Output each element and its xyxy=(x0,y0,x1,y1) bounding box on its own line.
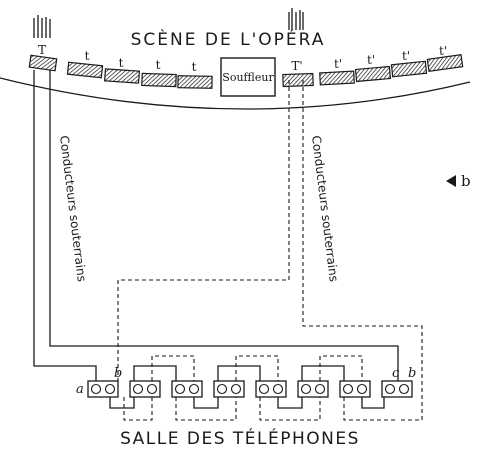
letter-a: a xyxy=(76,382,84,397)
pointer-triangle-icon xyxy=(446,175,456,187)
stage-label-t-1: t xyxy=(85,49,90,63)
stage-label-t-prime-1: t' xyxy=(334,57,342,71)
stage-label-t-prime-4: t' xyxy=(439,44,447,58)
right-dashed-conductor-2 xyxy=(302,80,423,421)
receiver-interconnects xyxy=(109,355,398,421)
right-wire-bundle xyxy=(288,8,304,30)
stage-title: SCÈNE DE L'OPÉRA xyxy=(131,28,326,50)
receiver-row xyxy=(87,380,413,398)
stage-label-t-prime-2: t' xyxy=(367,53,375,67)
letter-b-right: b xyxy=(408,366,416,381)
stage-label-T: T xyxy=(38,43,46,57)
letter-b-left: b xyxy=(114,366,122,381)
prompter-label: Souffleur xyxy=(222,71,274,84)
stage-label-T-prime: T' xyxy=(291,59,302,73)
letter-c: c xyxy=(392,366,400,381)
right-dashed-conductor xyxy=(117,80,290,381)
conduit-right-label: Conducteurs souterrains xyxy=(309,135,341,283)
stage-edge xyxy=(0,77,471,110)
hall-title: SALLE DES TÉLÉPHONES xyxy=(120,427,360,449)
stage-transmitters xyxy=(28,54,464,89)
left-wire-bundle xyxy=(33,15,51,38)
stage-label-t-4: t xyxy=(192,60,197,74)
prompter-box xyxy=(220,57,276,97)
stage-label-t-2: t xyxy=(119,56,124,70)
left-solid-conductor xyxy=(33,70,97,381)
stage-label-t-3: t xyxy=(156,58,161,72)
figure-marker: b xyxy=(461,172,471,190)
stage-label-t-prime-3: t' xyxy=(402,49,410,63)
left-solid-conductor-2 xyxy=(49,70,399,381)
conduit-left-label: Conducteurs souterrains xyxy=(57,135,89,283)
